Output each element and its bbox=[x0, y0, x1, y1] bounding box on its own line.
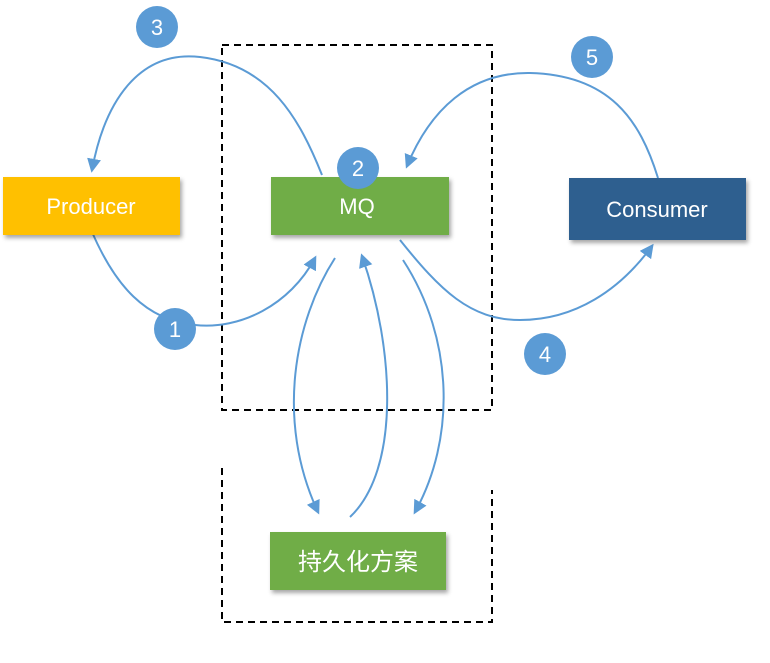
arrow-mq-to-persistence-right bbox=[402, 259, 445, 515]
producer-box bbox=[3, 177, 180, 235]
step-3-label: 3 bbox=[151, 15, 163, 40]
step-badge-4: 4 bbox=[524, 333, 566, 375]
step-5-label: 5 bbox=[586, 45, 598, 70]
arrow-step-1 bbox=[91, 231, 317, 327]
persistence-node: 持久化方案 bbox=[270, 532, 446, 590]
arrow-step-3 bbox=[87, 55, 323, 176]
arrow-persistence-to-mq bbox=[349, 253, 389, 518]
step-4-label: 4 bbox=[539, 342, 551, 367]
step-badge-5: 5 bbox=[571, 36, 613, 78]
mq-label: MQ bbox=[339, 194, 374, 219]
step-badge-3: 3 bbox=[136, 6, 178, 48]
persistence-box bbox=[270, 532, 446, 590]
arrow-step-5 bbox=[404, 71, 659, 179]
consumer-label: Consumer bbox=[606, 197, 707, 222]
producer-label: Producer bbox=[46, 194, 135, 219]
step-1-label: 1 bbox=[169, 317, 181, 342]
producer-node: Producer bbox=[3, 177, 180, 235]
step-badge-1: 1 bbox=[154, 308, 196, 350]
step-badge-2: 2 bbox=[337, 147, 379, 189]
consumer-node: Consumer bbox=[569, 178, 746, 240]
persistence-label: 持久化方案 bbox=[298, 549, 418, 576]
consumer-box bbox=[569, 178, 746, 240]
arrow-mq-to-persistence-left bbox=[292, 257, 336, 515]
mq-boundary bbox=[221, 44, 493, 411]
persistence-boundary bbox=[221, 468, 493, 623]
arrow-step-4 bbox=[399, 239, 654, 322]
step-2-label: 2 bbox=[352, 156, 364, 181]
